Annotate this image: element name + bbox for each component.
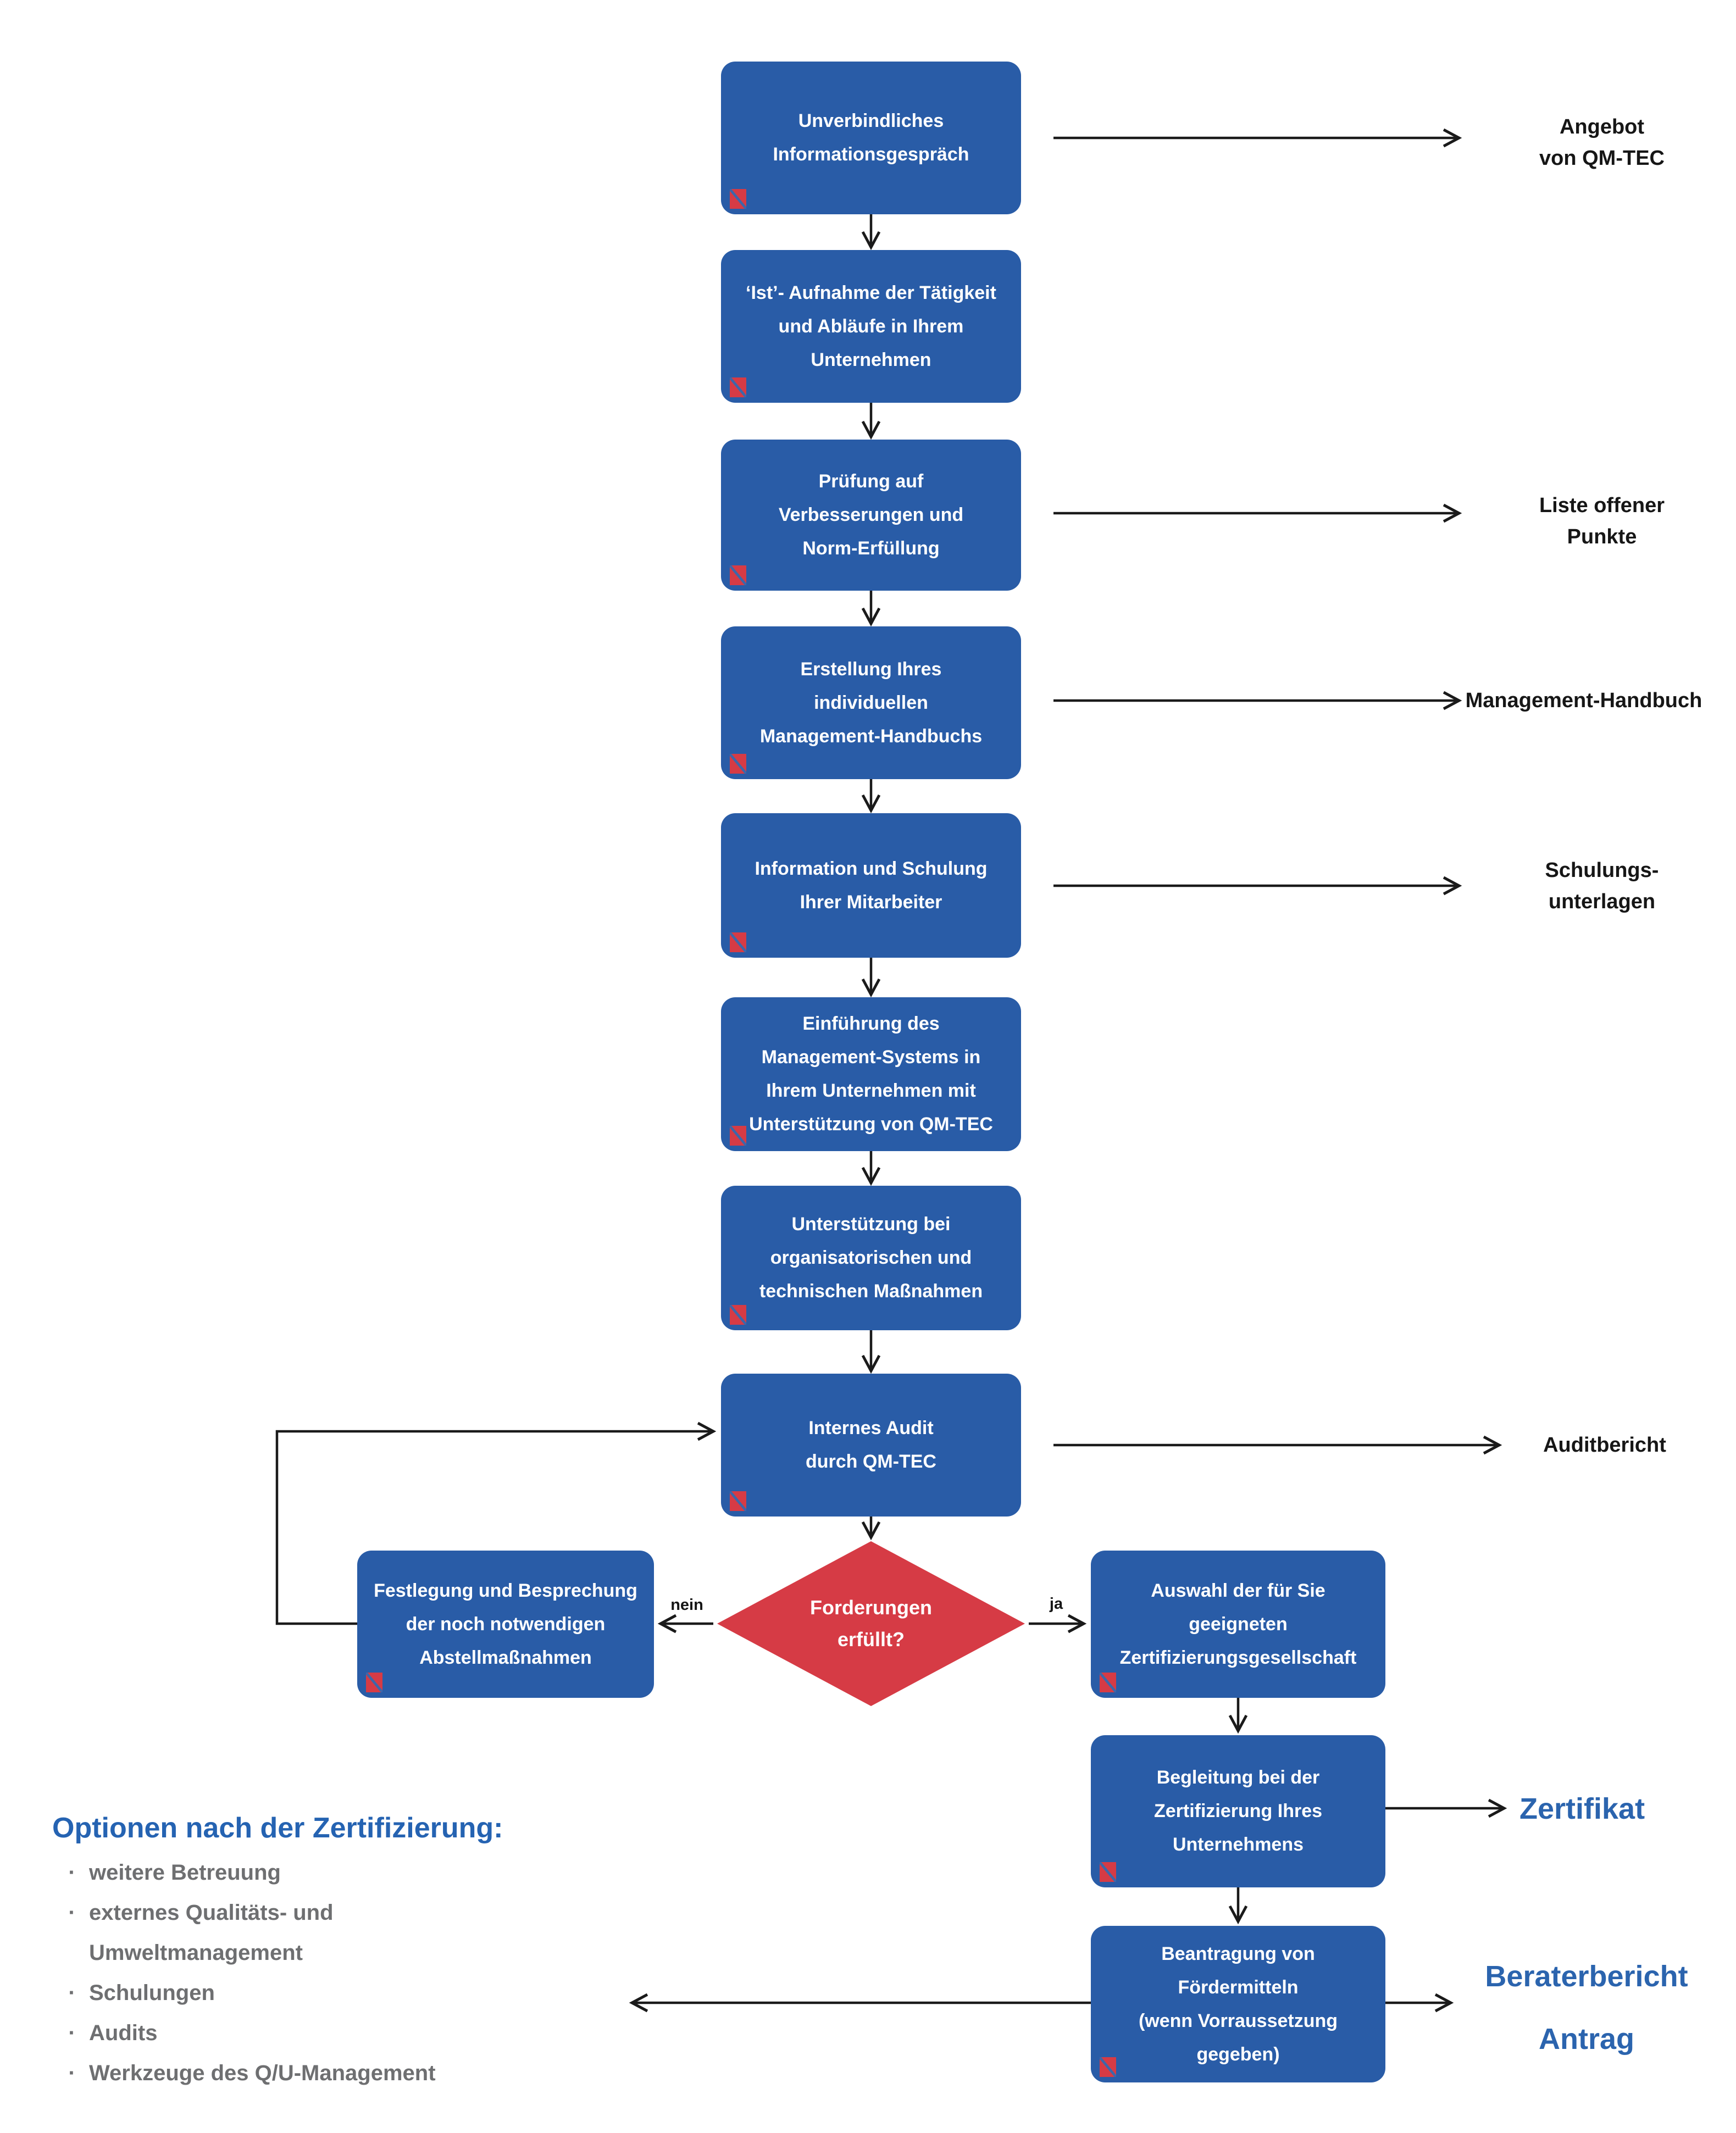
- list-item: · Schulungen: [55, 1973, 714, 2013]
- bullet-dot-icon: ·: [68, 2021, 76, 2045]
- flow-step-information-schulung: Information und Schulung Ihrer Mitarbeit…: [721, 813, 1021, 958]
- list-item: · externes Qualitäts- und Umweltmanageme…: [55, 1893, 714, 1973]
- flow-step-label: Einführung des Management-Systems in Ihr…: [749, 1013, 993, 1135]
- flow-step-pruefung: Prüfung auf Verbesserungen und Norm-Erfü…: [721, 440, 1021, 591]
- corner-slash-icon: [730, 1305, 746, 1325]
- corner-slash-icon: [730, 189, 746, 209]
- flow-step-festlegung-abstellmassnahmen: Festlegung und Besprechung der noch notw…: [357, 1551, 654, 1698]
- flow-step-label: Begleitung bei der Zertifizierung Ihres …: [1153, 1767, 1323, 1855]
- output-label-angebot: Angebot von QM-TEC: [1539, 115, 1665, 170]
- option-text: Werkzeuge des Q/U-Management: [89, 2061, 436, 2085]
- corner-slash-icon: [1100, 1862, 1116, 1882]
- flow-step-label: Beantragung von Fördermitteln (wenn Vorr…: [1138, 1943, 1338, 2065]
- options-title: Optionen nach der Zertifizierung:: [52, 1812, 503, 1844]
- flow-step-erstellung-handbuch: Erstellung Ihres individuellen Managemen…: [721, 626, 1021, 779]
- flow-step-beantragung-foerdermittel: Beantragung von Fördermitteln (wenn Vorr…: [1091, 1926, 1385, 2082]
- flow-step-internes-audit: Internes Audit durch QM-TEC: [721, 1374, 1021, 1517]
- flow-step-label: Prüfung auf Verbesserungen und Norm-Erfü…: [778, 471, 964, 559]
- flow-step-begleitung-zertifizierung: Begleitung bei der Zertifizierung Ihres …: [1091, 1735, 1385, 1887]
- flow-step-label: Festlegung und Besprechung der noch notw…: [374, 1580, 637, 1668]
- list-item: · Audits: [55, 2013, 714, 2053]
- flow-step-label: Auswahl der für Sie geeigneten Zertifizi…: [1119, 1580, 1357, 1668]
- output-label-auditbericht: Auditbericht: [1543, 1434, 1666, 1457]
- output-label-liste: Liste offener Punkte: [1539, 494, 1665, 548]
- bullet-dot-icon: ·: [68, 1981, 76, 2005]
- output-label-schulung: Schulungs- unterlagen: [1545, 859, 1659, 913]
- branch-label-ja: ja: [1049, 1595, 1063, 1613]
- flow-step-unterstuetzung: Unterstützung bei organisatorischen und …: [721, 1186, 1021, 1330]
- corner-slash-icon: [366, 1673, 382, 1692]
- final-output-beraterbericht-antrag: Beraterbericht Antrag: [1485, 1960, 1688, 2056]
- list-item: · weitere Betreuung: [55, 1853, 714, 1893]
- options-list: · weitere Betreuung · externes Qualitäts…: [55, 1853, 714, 2093]
- decision-label: Forderungen erfüllt?: [810, 1596, 932, 1651]
- flow-step-label: Unverbindliches Informationsgespräch: [773, 110, 969, 165]
- option-text: Audits: [89, 2021, 158, 2045]
- corner-slash-icon: [1100, 2057, 1116, 2077]
- final-output-zertifikat: Zertifikat: [1519, 1792, 1645, 1825]
- flow-step-auswahl-zertifizierungsgesellschaft: Auswahl der für Sie geeigneten Zertifizi…: [1091, 1551, 1385, 1698]
- corner-slash-icon: [730, 932, 746, 952]
- output-label-handbuch: Management-Handbuch: [1465, 689, 1702, 712]
- flow-step-label: Information und Schulung Ihrer Mitarbeit…: [755, 858, 988, 913]
- corner-slash-icon: [1100, 1673, 1116, 1692]
- flow-step-label: ‘Ist’- Aufnahme der Tätigkeit und Abläuf…: [746, 282, 996, 370]
- option-text: weitere Betreuung: [89, 1860, 281, 1885]
- flow-step-ist-aufnahme: ‘Ist’- Aufnahme der Tätigkeit und Abläuf…: [721, 250, 1021, 403]
- bullet-dot-icon: ·: [68, 1860, 76, 1885]
- corner-slash-icon: [730, 377, 746, 397]
- flow-step-label: Unterstützung bei organisatorischen und …: [759, 1214, 983, 1302]
- corner-slash-icon: [730, 1126, 746, 1146]
- flow-step-informationsgespraech: Unverbindliches Informationsgespräch: [721, 62, 1021, 214]
- flow-step-einfuehrung: Einführung des Management-Systems in Ihr…: [721, 997, 1021, 1151]
- flow-step-label: Internes Audit durch QM-TEC: [806, 1418, 936, 1472]
- bullet-dot-icon: ·: [68, 2061, 76, 2085]
- option-text: externes Qualitäts- und Umweltmanagement: [89, 1901, 334, 1965]
- list-item: · Werkzeuge des Q/U-Management: [55, 2053, 714, 2093]
- corner-slash-icon: [730, 1491, 746, 1511]
- corner-slash-icon: [730, 565, 746, 585]
- corner-slash-icon: [730, 754, 746, 774]
- branch-label-nein: nein: [670, 1596, 703, 1614]
- option-text: Schulungen: [89, 1981, 215, 2005]
- decision-forderungen-erfuellt: Forderungen erfüllt?: [717, 1541, 1025, 1706]
- bullet-dot-icon: ·: [68, 1901, 76, 1925]
- flow-step-label: Erstellung Ihres individuellen Managemen…: [759, 658, 983, 747]
